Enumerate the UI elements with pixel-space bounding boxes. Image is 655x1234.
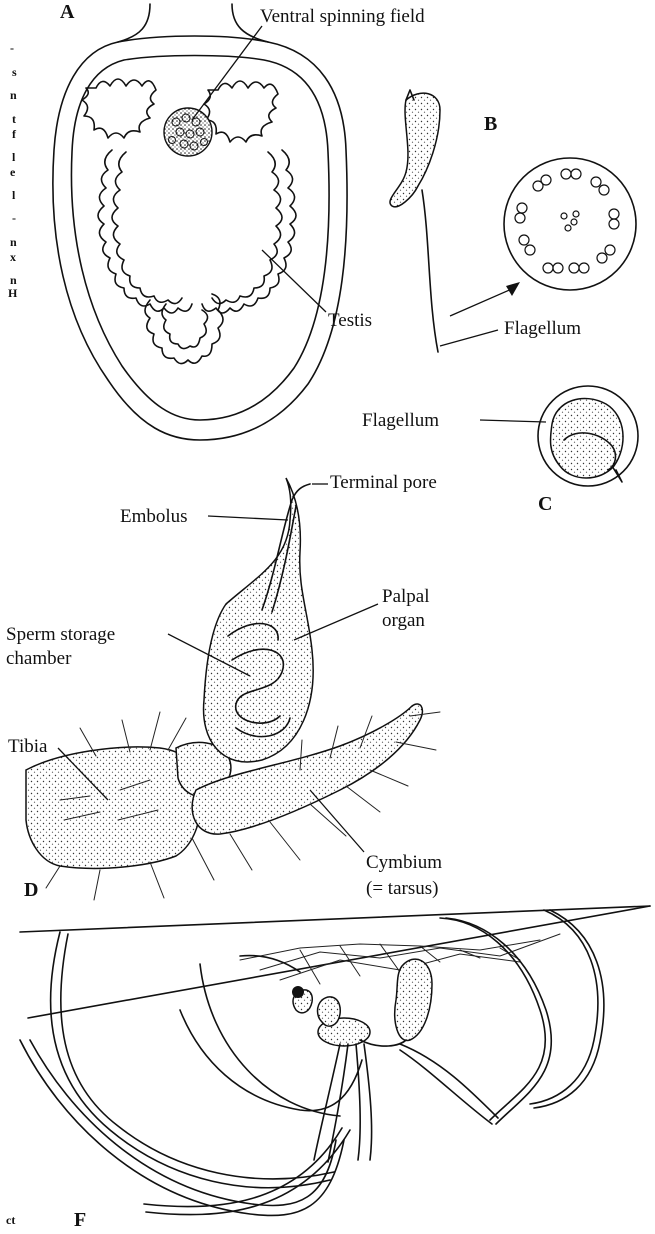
web-mesh-1 [240,940,540,960]
arrow-head-icon [506,282,520,296]
panel-label-f: F [74,1209,86,1231]
margin-fragment: t [12,112,16,126]
leg-outer-left-2 [20,1040,344,1215]
margin-fragment: n [10,273,17,287]
testis-lower-lobe [145,294,223,364]
leg-right-inner [400,1050,492,1124]
margin-fragment: H [8,286,18,300]
leader-testis [262,250,326,312]
leader-embolus [208,516,288,520]
testis-right-tubule-inner [212,152,282,304]
testis-upper-left-lobe [82,79,156,138]
axoneme-microtubules [515,169,619,273]
panel-label-d: D [24,879,38,901]
leg-right-inner-b [400,1044,498,1118]
palp-tip-dark [292,986,304,998]
margin-fragment: - [10,41,14,55]
margin-fragment: l [12,150,16,164]
margin-fragment: f [12,127,17,141]
panel-label-b: B [484,113,497,135]
female-abdomen [395,959,432,1040]
testis-upper-right-lobe [204,81,278,142]
panel-label-c: C [538,493,552,515]
arrow-shaft [450,288,514,316]
label-flagellum-b: Flagellum [504,318,581,339]
label-cymbium-line1: Cymbium [366,852,442,873]
testis-right-tubule [202,150,296,313]
testis-left-tubule-inner [112,152,182,304]
leader-cymbium [310,790,364,852]
sperm-head [390,93,440,207]
panel-f-mating-spiders: F [20,906,650,1231]
abdomen-outline [53,36,347,440]
leg-lower-bottom-b [144,1128,342,1207]
label-flagellum-c: Flagellum [362,410,439,431]
label-testis: Testis [328,310,372,331]
leg-outer-left-2b [30,1040,336,1206]
ventral-spinning-field-cluster [164,108,212,156]
body-connection [360,1040,406,1046]
label-cymbium-line2: (= tarsus) [366,878,438,899]
palp-tibia [26,747,203,868]
label-embolus: Embolus [120,506,188,527]
label-palpal-organ-line2: organ [382,610,425,631]
leg-inner-left-2 [200,964,340,1116]
palpal-organ-bulb [204,478,314,762]
label-sperm-storage-line1: Sperm storage [6,624,115,645]
margin-fragment: e [10,165,16,179]
leader-flagellum-c [480,420,546,422]
label-tibia: Tibia [8,736,48,757]
leg-center-2b [364,1044,372,1160]
leg-center-1b [328,1044,348,1162]
web-diagonal-line [28,906,650,1018]
margin-fragment: n [10,235,17,249]
margin-fragment: - [12,211,16,225]
panel-a-abdomen: A [53,1,425,440]
margin-fragment: ct [6,1213,15,1227]
leg-outer-left-1 [51,932,330,1188]
leader-flagellum-b [440,330,498,346]
margin-fragment: s [12,65,17,79]
male-palp-bulb [318,997,341,1026]
panel-d-male-palp: D Embolus Terminal pore [6,472,442,901]
sperm-flagellum [422,190,438,352]
label-terminal-pore: Terminal pore [330,472,437,493]
panel-c-encysted-sperm: C Flagellum [362,386,638,515]
label-ventral-spinning-field: Ventral spinning field [260,6,425,27]
label-sperm-storage-line2: chamber [6,648,72,669]
margin-fragment: l [12,188,16,202]
leader-ventral-spinning-field [192,26,262,120]
pedicel-left-outline [118,4,150,42]
testis-left-tubule [98,150,192,313]
web-top-line [20,906,650,932]
panel-label-a: A [60,1,75,23]
margin-fragment: x [10,250,16,264]
panel-b-spermatozoon: B Flagellum [390,90,636,352]
leg-lower-bottom [146,1130,350,1215]
leg-center-2 [356,1044,360,1160]
abdomen-inner-outline [71,56,329,421]
margin-fragment: n [10,88,17,102]
label-palpal-organ-line1: Palpal [382,586,430,607]
